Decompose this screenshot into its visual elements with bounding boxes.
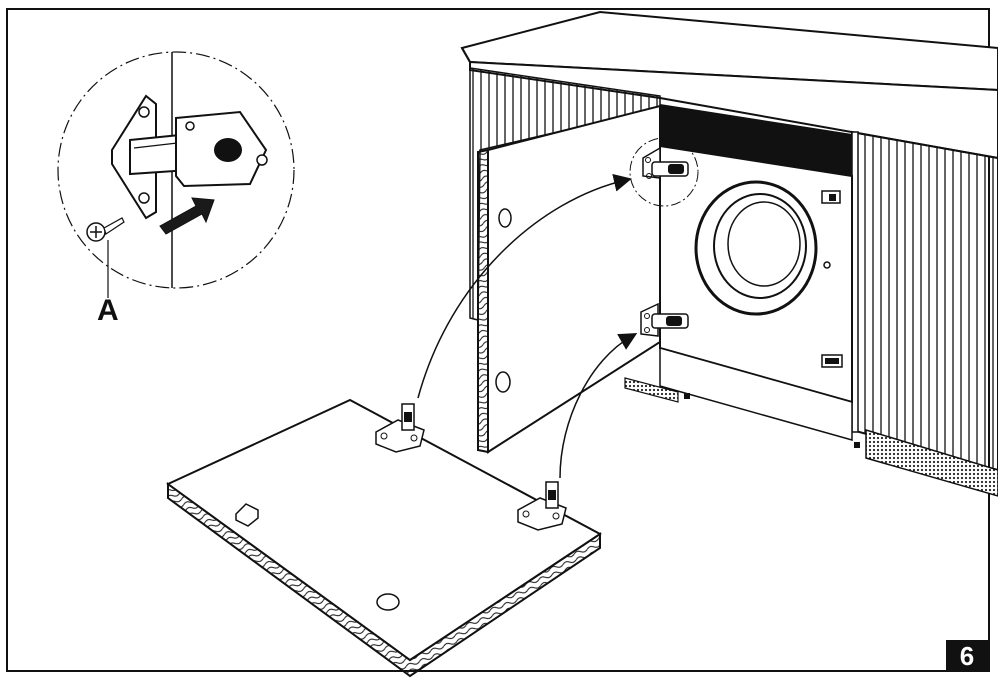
callout-label-a: A xyxy=(97,294,119,327)
hinge-plate-left xyxy=(375,403,425,453)
kitchen-cabinet xyxy=(460,10,998,497)
lower-hinge xyxy=(640,302,689,337)
detail-inset xyxy=(57,51,295,298)
step-number-badge: 6 xyxy=(946,640,988,672)
insert-arrow-icon xyxy=(159,197,215,235)
screw-icon xyxy=(86,217,125,242)
upper-hinge xyxy=(642,146,689,179)
fitting-arrows xyxy=(417,173,638,479)
hinge-plate-right xyxy=(517,481,567,531)
washing-machine xyxy=(624,104,860,448)
loose-door-panel xyxy=(166,398,602,678)
mounted-door-panel xyxy=(477,104,699,454)
